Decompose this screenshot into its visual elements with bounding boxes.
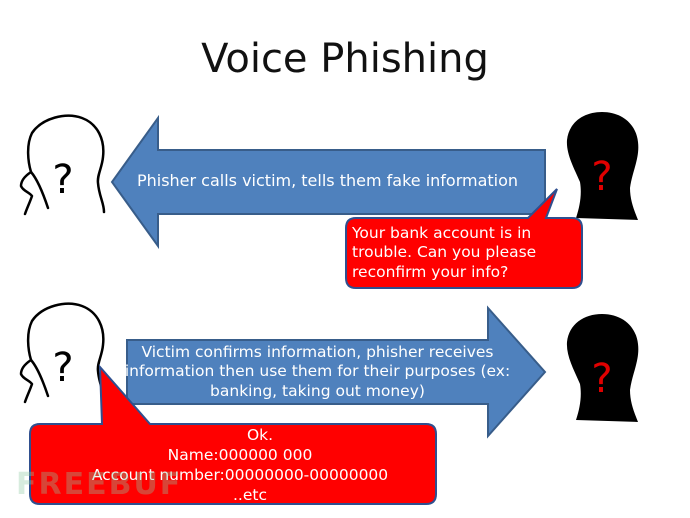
question-mark-victim-top: ?: [52, 157, 73, 203]
speech-bubble-victim: [29, 364, 437, 505]
question-mark-phisher-top: ?: [591, 154, 612, 200]
arrow-label-step1: Phisher calls victim, tells them fake in…: [136, 171, 519, 190]
bubble-line: Account number:00000000-00000000: [91, 466, 389, 485]
arrow-right: [126, 305, 547, 439]
phisher-figure-bottom: [566, 314, 639, 422]
question-mark-phisher-bottom: ?: [591, 356, 612, 402]
bubble-line: Ok.: [246, 426, 274, 444]
bubble-line: ..etc: [233, 486, 267, 505]
arrow-label-step2: Victim confirms information, phisher rec…: [124, 343, 511, 400]
victim-figure-top: [19, 114, 106, 216]
speech-bubble-phisher: [345, 188, 583, 289]
victim-figure-bottom: [19, 302, 106, 404]
bubble-text-victim: Ok. Name:000000 000 Account number:00000…: [70, 425, 410, 506]
bubble-line: Name:000000 000: [167, 446, 313, 465]
arrow-left: [110, 114, 546, 250]
phisher-figure-top: [566, 112, 639, 220]
watermark: FREEBUF: [16, 467, 183, 502]
bubble-text-phisher: Your bank account is in trouble. Can you…: [352, 224, 537, 281]
question-mark-victim-bottom: ?: [52, 345, 73, 391]
slide-title: Voice Phishing: [201, 36, 489, 82]
